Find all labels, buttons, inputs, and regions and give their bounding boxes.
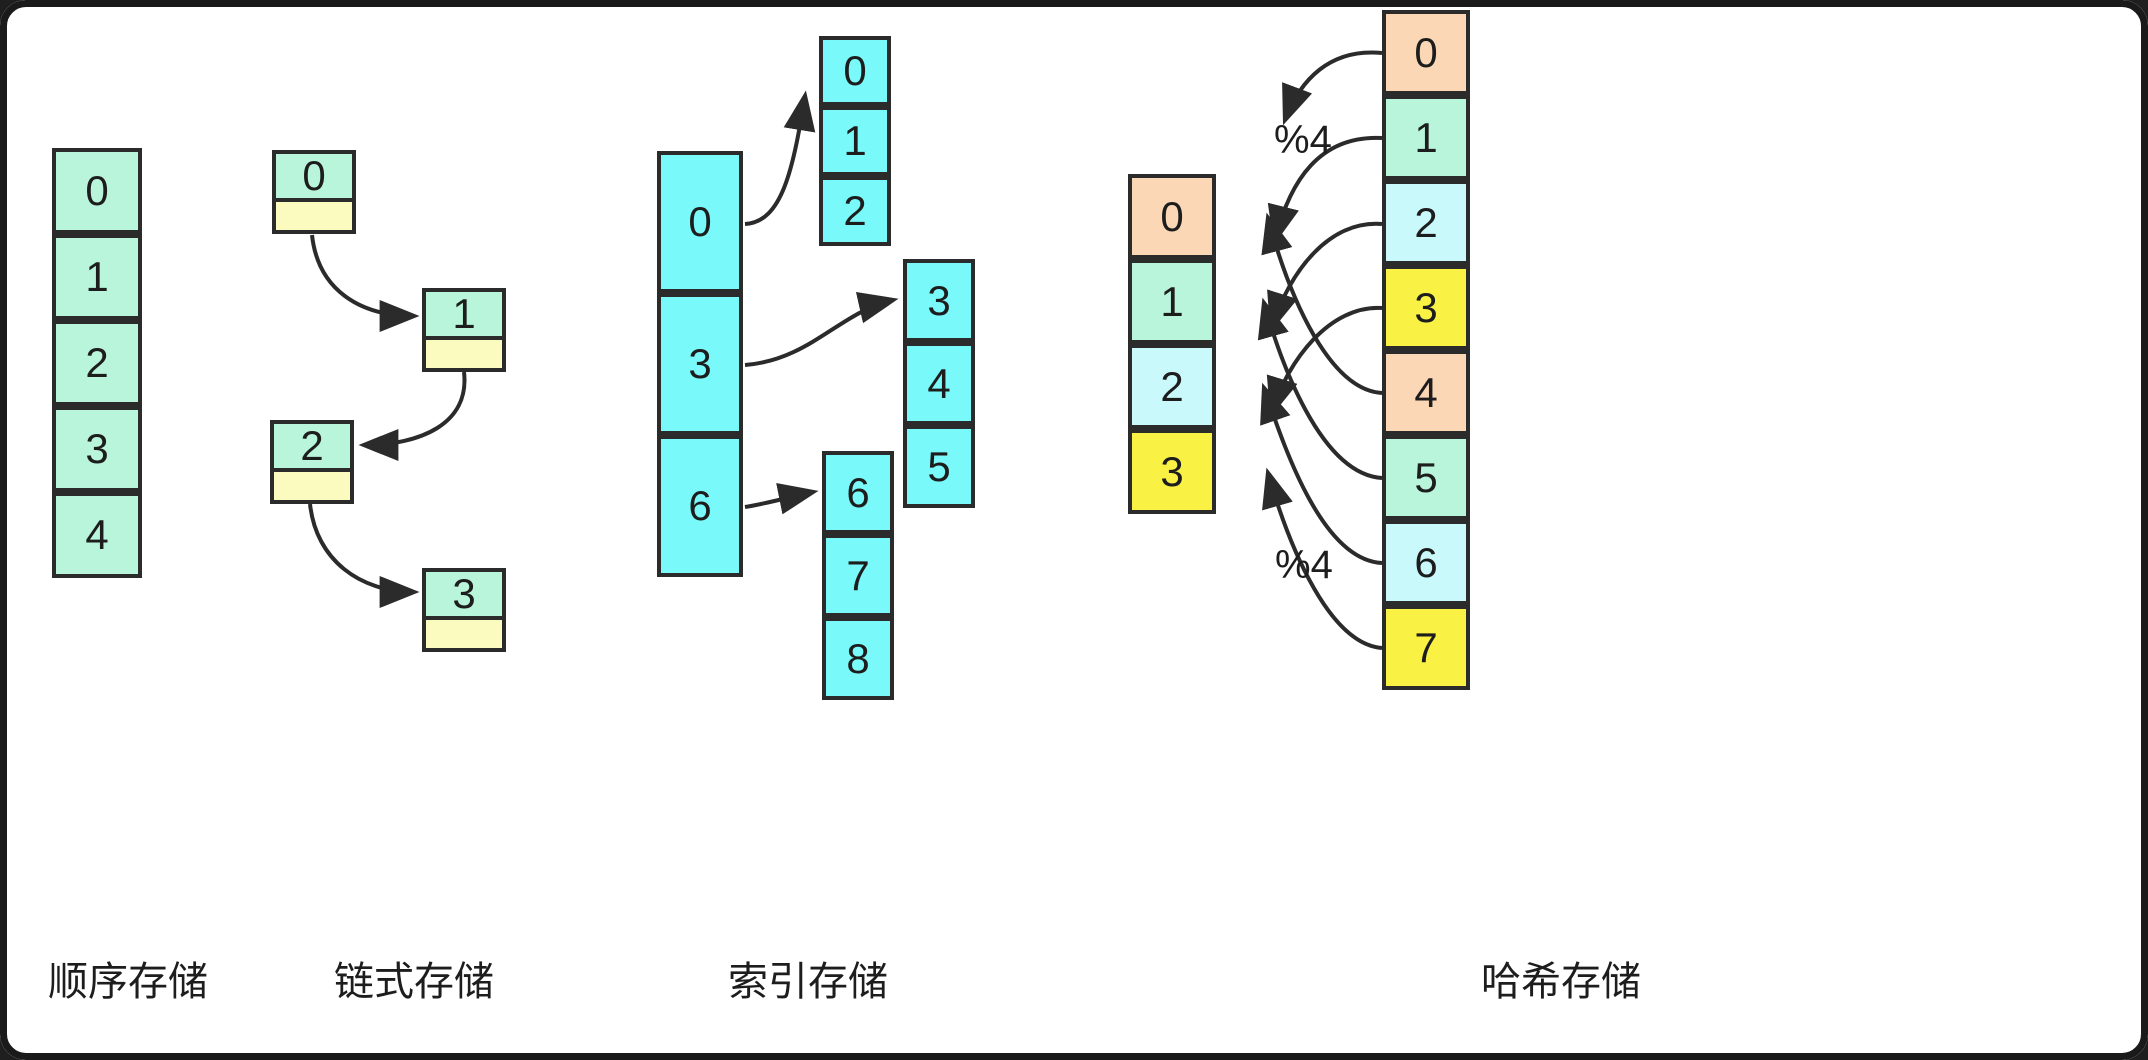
linked-node-1-data: 1 <box>422 288 506 340</box>
hash-source-cell-2: 2 <box>1382 180 1470 265</box>
hash-bucket-0: 0 <box>1128 174 1216 259</box>
hash-source-cell-0: 0 <box>1382 10 1470 95</box>
linked-node-2-pointer <box>270 472 354 504</box>
index-main-cell-6: 6 <box>657 435 743 577</box>
caption-sequential: 顺序存储 <box>48 960 208 1004</box>
hash-source-cell-5: 5 <box>1382 435 1470 520</box>
linked-node-3-pointer <box>422 620 506 652</box>
index-block-6-8-cell-6: 6 <box>822 451 894 534</box>
linked-node-3: 3 <box>422 568 506 652</box>
caption-linked: 链式存储 <box>334 960 494 1004</box>
linked-list-arrows <box>308 234 467 608</box>
index-block-0-2-cell-1: 1 <box>819 106 891 176</box>
hash-arrow-5-to-b1 <box>1257 297 1383 480</box>
sequential-cell-4: 4 <box>52 492 142 578</box>
linked-node-0-data: 0 <box>272 150 356 202</box>
linked-node-1: 1 <box>422 288 506 372</box>
sequential-cell-3: 3 <box>52 406 142 492</box>
hash-source-cell-3: 3 <box>1382 265 1470 350</box>
index-block-6-8-cell-7: 7 <box>822 534 894 617</box>
hash-arrow-3-to-b3 <box>1266 305 1383 418</box>
hash-arrow-0-to-b0 <box>1282 50 1383 126</box>
index-block-6-8-cell-8: 8 <box>822 617 894 700</box>
hash-bucket-3: 3 <box>1128 429 1216 514</box>
linked-node-1-pointer <box>422 340 506 372</box>
caption-hash: 哈希存储 <box>1481 960 1641 1004</box>
hash-source-cell-4: 4 <box>1382 350 1470 435</box>
index-block-3-5-cell-5: 5 <box>903 425 975 508</box>
hash-bucket-2: 2 <box>1128 344 1216 429</box>
index-block-3-5-cell-4: 4 <box>903 342 975 425</box>
index-arrow-0 <box>744 90 816 226</box>
sequential-cell-0: 0 <box>52 148 142 234</box>
index-block-0-2-cell-2: 2 <box>819 176 891 246</box>
hash-source-cell-6: 6 <box>1382 520 1470 605</box>
hash-source-cell-7: 7 <box>1382 605 1470 690</box>
link-arrow-0-to-1 <box>310 234 420 332</box>
hash-mod-label-0: %4 <box>1274 118 1332 162</box>
hash-arrow-7-to-b3 <box>1262 467 1383 650</box>
linked-node-3-data: 3 <box>422 568 506 620</box>
hash-arrow-6-to-b2 <box>1260 382 1383 565</box>
hash-mod-label-1: %4 <box>1275 543 1333 587</box>
caption-index: 索引存储 <box>728 960 888 1004</box>
linked-node-0: 0 <box>272 150 356 234</box>
index-arrows <box>744 90 899 515</box>
index-main-cell-0: 0 <box>657 151 743 293</box>
hash-arrow-2-to-b2 <box>1267 221 1383 333</box>
linked-node-2: 2 <box>270 420 354 504</box>
hash-arrow-4-to-b0 <box>1261 212 1383 395</box>
hash-arrows <box>1257 50 1383 650</box>
index-block-0-2-cell-0: 0 <box>819 36 891 106</box>
sequential-cell-2: 2 <box>52 320 142 406</box>
linked-node-0-pointer <box>272 202 356 234</box>
index-main-cell-3: 3 <box>657 293 743 435</box>
hash-bucket-1: 1 <box>1128 259 1216 344</box>
hash-source-cell-1: 1 <box>1382 95 1470 180</box>
index-arrow-3 <box>744 292 899 367</box>
link-arrow-1-to-2 <box>358 371 467 461</box>
sequential-cell-1: 1 <box>52 234 142 320</box>
linked-node-2-data: 2 <box>270 420 354 472</box>
link-arrow-2-to-3 <box>308 503 420 608</box>
index-arrow-6 <box>744 483 819 515</box>
index-block-3-5-cell-3: 3 <box>903 259 975 342</box>
